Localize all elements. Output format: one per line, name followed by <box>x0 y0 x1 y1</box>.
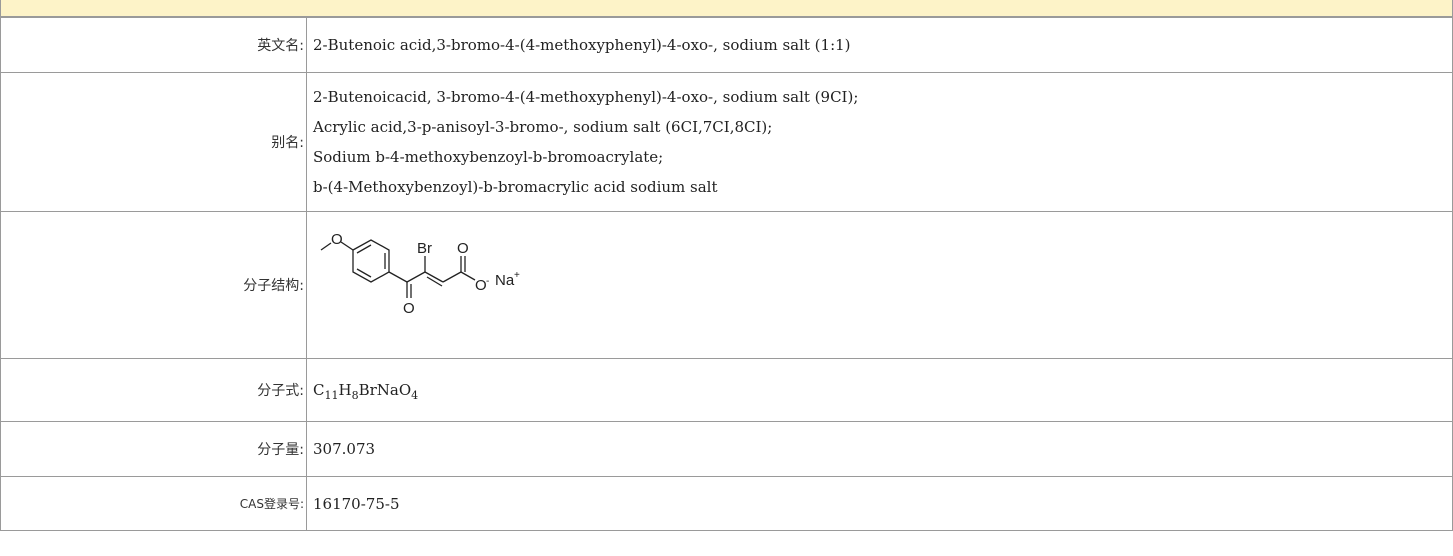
row-formula: 分子式: C11H8BrNaO4 <box>0 358 1453 422</box>
cas-value: 16170-75-5 <box>306 476 1453 531</box>
molecular-weight-label: 分子量: <box>0 421 307 477</box>
acid-oxygen-atom: O <box>457 240 469 257</box>
sodium-charge: + <box>514 270 520 281</box>
formula-element: C <box>313 381 325 399</box>
row-molecular-weight: 分子量: 307.073 <box>0 421 1453 477</box>
row-structure: 分子结构: <box>0 211 1453 359</box>
row-cas: CAS登录号: 16170-75-5 <box>0 476 1453 531</box>
formula-subscript: 8 <box>351 389 359 402</box>
alias-item: 2-Butenoicacid, 3-bromo-4-(4-methoxyphen… <box>313 88 859 106</box>
molecular-weight-value: 307.073 <box>306 421 1453 477</box>
ketone-oxygen-atom: O <box>403 300 415 317</box>
aliases-label: 别名: <box>0 72 307 212</box>
row-aliases: 别名: 2-Butenoicacid, 3-bromo-4-(4-methoxy… <box>0 72 1453 212</box>
structure-label: 分子结构: <box>0 211 307 359</box>
formula-label: 分子式: <box>0 358 307 422</box>
bromine-atom: Br <box>417 240 432 257</box>
formula-value: C11H8BrNaO4 <box>306 358 1453 422</box>
alias-item: Sodium b-4-methoxybenzoyl-b-bromoacrylat… <box>313 148 664 166</box>
formula-element: H <box>338 381 352 399</box>
structure-value: O Br O O O - Na + <box>306 211 1453 359</box>
sodium-atom: Na <box>495 272 515 289</box>
oxide-charge: - <box>486 276 489 287</box>
english-name-label: 英文名: <box>0 17 307 73</box>
header-bar <box>0 0 1453 17</box>
formula-subscript: 4 <box>411 389 419 402</box>
cas-label: CAS登录号: <box>0 476 307 531</box>
molecular-structure-image: O Br O O O - Na + <box>320 231 520 317</box>
english-name-value: 2-Butenoic acid,3-bromo-4-(4-methoxyphen… <box>306 17 1453 73</box>
alias-item: b-(4-Methoxybenzoyl)-b-bromacrylic acid … <box>313 178 718 196</box>
methoxy-oxygen-atom: O <box>331 231 343 248</box>
aliases-value: 2-Butenoicacid, 3-bromo-4-(4-methoxyphen… <box>306 72 1453 212</box>
oxide-atom: O <box>475 277 487 294</box>
compound-info-table: 英文名: 2-Butenoic acid,3-bromo-4-(4-methox… <box>0 17 1453 531</box>
alias-item: Acrylic acid,3-p-anisoyl-3-bromo-, sodiu… <box>313 118 773 136</box>
formula-subscript: 11 <box>324 389 339 402</box>
row-english-name: 英文名: 2-Butenoic acid,3-bromo-4-(4-methox… <box>0 17 1453 73</box>
formula-element: BrNaO <box>358 381 412 399</box>
